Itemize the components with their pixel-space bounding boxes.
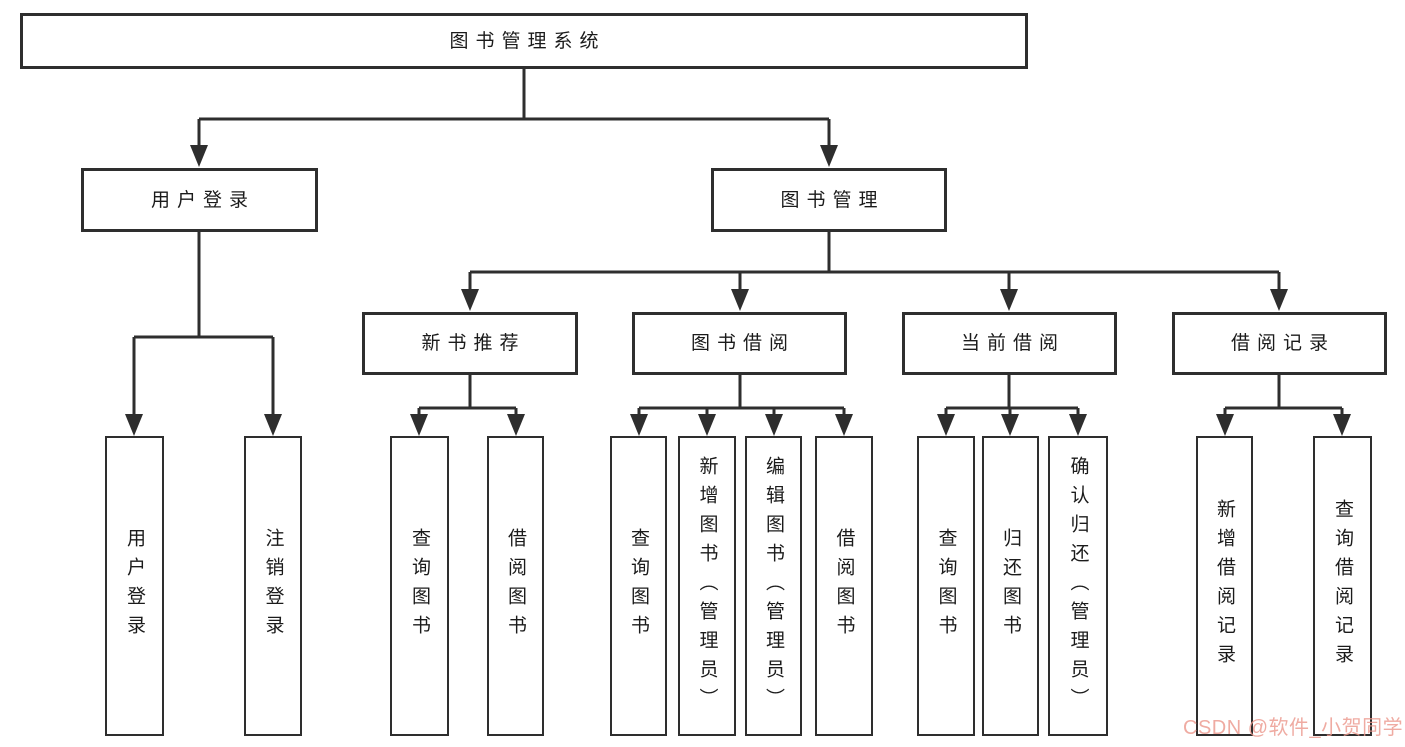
node-label: 新增图书（管理员） [696,455,718,717]
node-label: 确认归还（管理员） [1067,455,1089,717]
node-label: 图书借阅 [690,333,795,354]
node-label: 图书管理系统 [449,30,606,52]
node-user-login-module: 用户登录 [81,168,318,232]
node-label: 借阅图书 [833,528,855,644]
leaf-logout-login: 注销登录 [244,436,302,736]
connector-borrow-branch [637,375,846,419]
connector-records-branch [1223,375,1344,419]
leaf-add-books-admin: 新增图书（管理员） [678,436,736,736]
connector-current-branch [944,375,1080,419]
connector-root-branch [197,69,831,150]
node-label: 注销登录 [262,528,284,644]
leaf-borrow-books: 借阅图书 [815,436,873,736]
node-label: 查询借阅记录 [1332,499,1353,673]
leaf-add-borrow-record: 新增借阅记录 [1196,436,1253,736]
node-label: 借阅记录 [1230,333,1335,354]
node-label: 查询图书 [409,528,430,644]
watermark-text: CSDN @软件_小贺同学 [1183,717,1404,739]
node-label: 当前借阅 [960,333,1065,354]
leaf-confirm-return-admin: 确认归还（管理员） [1048,436,1108,736]
node-label: 编辑图书（管理员） [763,455,784,717]
node-new-book-recommend: 新书推荐 [362,312,578,375]
node-label: 用户登录 [124,528,145,644]
leaf-user-login: 用户登录 [105,436,164,736]
leaf-return-books: 归还图书 [982,436,1039,736]
node-label: 新书推荐 [421,333,526,354]
node-book-management: 图书管理 [711,168,947,232]
node-label: 查询图书 [628,528,649,644]
leaf-query-books-current: 查询图书 [917,436,975,736]
connector-recommend-branch [417,375,518,419]
leaf-query-books-recommend: 查询图书 [390,436,449,736]
node-label: 图书管理 [780,189,885,211]
leaf-edit-books-admin: 编辑图书（管理员） [745,436,802,736]
leaf-query-books-borrow: 查询图书 [610,436,667,736]
node-label: 归还图书 [1000,528,1021,644]
node-root: 图书管理系统 [20,13,1028,69]
leaf-borrow-books-recommend: 借阅图书 [487,436,544,736]
connector-user-login-branch [132,232,275,419]
node-borrow-records: 借阅记录 [1172,312,1387,375]
node-label: 查询图书 [935,528,957,644]
node-current-borrow: 当前借阅 [902,312,1117,375]
node-book-borrow: 图书借阅 [632,312,847,375]
connector-book-management-branch [468,232,1281,294]
node-label: 借阅图书 [505,528,526,644]
arrowheads [125,145,1351,436]
node-label: 新增借阅记录 [1214,499,1235,673]
node-label: 用户登录 [150,189,255,211]
leaf-query-borrow-record: 查询借阅记录 [1313,436,1372,736]
